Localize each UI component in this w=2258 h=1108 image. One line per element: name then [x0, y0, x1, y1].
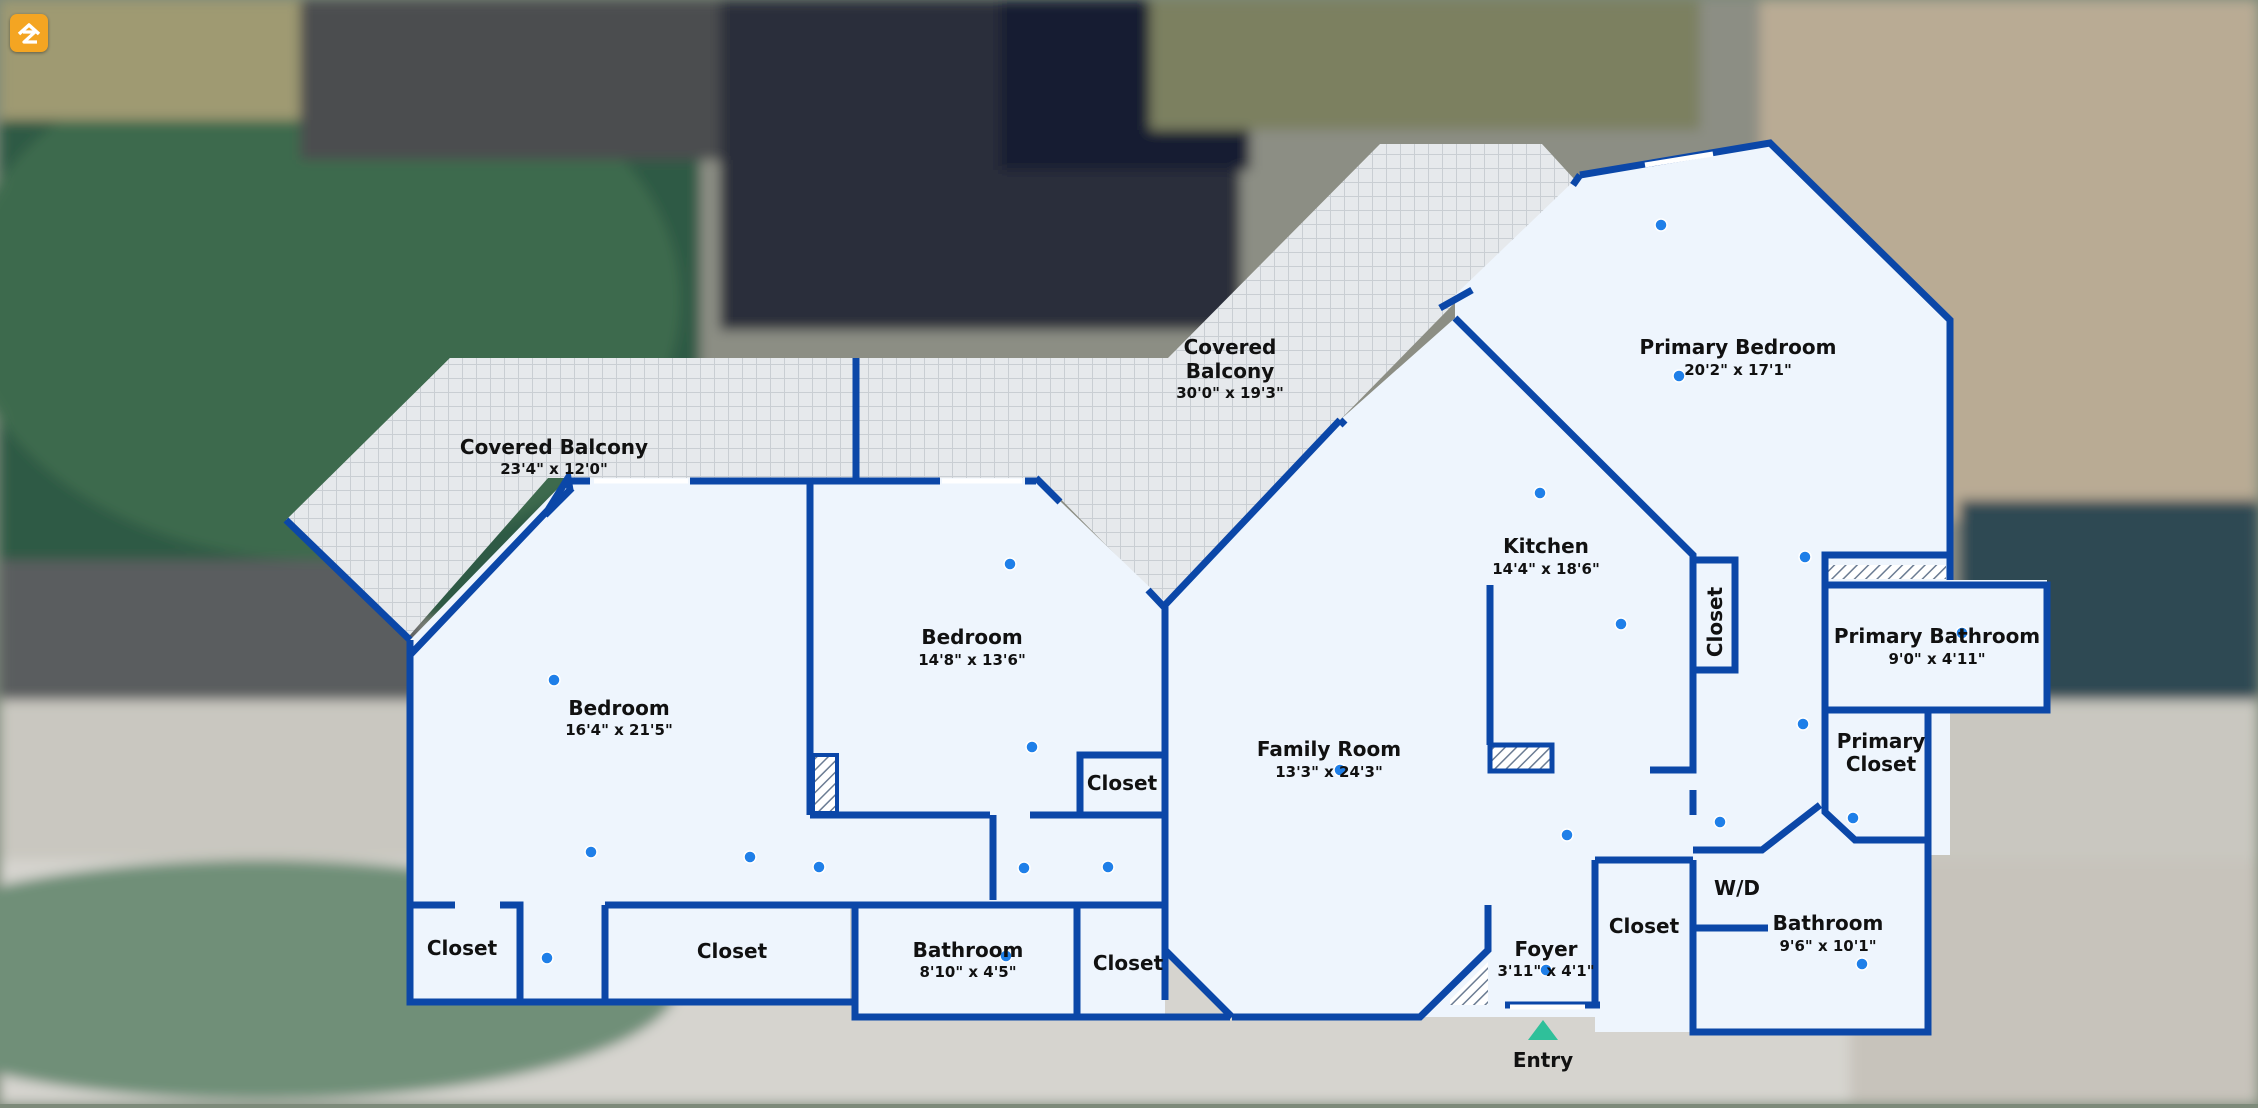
- camera-marker-icon[interactable]: [1101, 860, 1115, 874]
- room-name-closet-left-small: Closet: [427, 936, 498, 960]
- room-name-kitchen: Kitchen: [1503, 534, 1589, 558]
- camera-marker-icon[interactable]: [540, 951, 554, 965]
- room-dims-balcony-left: 23'4" x 12'0": [500, 460, 608, 478]
- covered-balcony-left: [286, 358, 855, 640]
- camera-marker-icon[interactable]: [584, 845, 598, 859]
- camera-marker-icon[interactable]: [1713, 815, 1727, 829]
- room-name-primary-bedroom: Primary Bedroom: [1640, 335, 1837, 359]
- room-dims-foyer: 3'11" x 4'1": [1497, 962, 1594, 980]
- room-dims-bathroom-mid: 8'10" x 4'5": [919, 963, 1016, 981]
- camera-marker-icon[interactable]: [1025, 740, 1039, 754]
- room-name-closet-kitchen: Closet: [1703, 586, 1727, 657]
- room-dims-primary-bathroom: 9'0" x 4'11": [1888, 650, 1985, 668]
- camera-marker-icon[interactable]: [1796, 717, 1810, 731]
- camera-marker-icon[interactable]: [999, 949, 1013, 963]
- camera-marker-icon[interactable]: [1798, 550, 1812, 564]
- camera-marker-icon[interactable]: [1560, 828, 1574, 842]
- camera-marker-icon[interactable]: [812, 860, 826, 874]
- room-floors: [410, 143, 2047, 1032]
- entry-arrow-icon[interactable]: [1528, 1020, 1558, 1040]
- camera-marker-icon[interactable]: [1003, 557, 1017, 571]
- room-name-primary-closet-1: Primary: [1837, 729, 1926, 753]
- room-dims-family-room: 13'3" x 24'3": [1275, 763, 1383, 781]
- camera-marker-icon[interactable]: [1539, 963, 1553, 977]
- room-name-closet-left-long: Closet: [697, 939, 768, 963]
- room-name-primary-closet-2: Closet: [1846, 752, 1917, 776]
- camera-marker-icon[interactable]: [1614, 617, 1628, 631]
- camera-marker-icon[interactable]: [1955, 626, 1969, 640]
- camera-marker-icon[interactable]: [1017, 861, 1031, 875]
- room-name-primary-bathroom: Primary Bathroom: [1834, 624, 2040, 648]
- room-name-closet-foyer: Closet: [1609, 914, 1680, 938]
- room-name-wd: W/D: [1714, 876, 1760, 900]
- room-dims-kitchen: 14'4" x 18'6": [1492, 560, 1600, 578]
- room-dims-bedroom-left: 16'4" x 21'5": [565, 721, 673, 739]
- room-name-bathroom-mid: Bathroom: [913, 938, 1024, 962]
- room-name-closet-mid: Closet: [1087, 771, 1158, 795]
- room-dims-bedroom-mid: 14'8" x 13'6": [918, 651, 1026, 669]
- room-name-foyer: Foyer: [1514, 937, 1577, 961]
- camera-marker-icon[interactable]: [1672, 369, 1686, 383]
- room-name-balcony-left: Covered Balcony: [460, 435, 648, 459]
- room-name-balcony-center-2: Balcony: [1186, 359, 1274, 383]
- camera-marker-icon[interactable]: [1654, 218, 1668, 232]
- fixtures: [811, 565, 1946, 1005]
- room-name-closet-bath: Closet: [1093, 951, 1164, 975]
- room-name-bathroom-right: Bathroom: [1773, 911, 1884, 935]
- camera-marker-icon[interactable]: [547, 673, 561, 687]
- camera-marker-icon[interactable]: [1533, 486, 1547, 500]
- zillow-logo-icon[interactable]: [10, 14, 48, 52]
- room-dims-bathroom-right: 9'6" x 10'1": [1779, 937, 1876, 955]
- room-name-bedroom-mid: Bedroom: [921, 625, 1022, 649]
- camera-marker-icon[interactable]: [743, 850, 757, 864]
- covered-balcony-center: [855, 144, 1575, 605]
- camera-marker-icon[interactable]: [1846, 811, 1860, 825]
- windows: [594, 151, 1714, 1010]
- camera-marker-icon[interactable]: [1333, 763, 1347, 777]
- room-name-family-room: Family Room: [1257, 737, 1401, 761]
- camera-marker-icon[interactable]: [1855, 957, 1869, 971]
- camera-markers: [540, 218, 1969, 977]
- room-dims-primary-bedroom: 20'2" x 17'1": [1684, 361, 1792, 379]
- entry-label[interactable]: Entry: [1513, 1048, 1573, 1072]
- room-name-bedroom-left: Bedroom: [568, 696, 669, 720]
- room-dims-balcony-center: 30'0" x 19'3": [1176, 384, 1284, 402]
- room-name-balcony-center-1: Covered: [1184, 335, 1277, 359]
